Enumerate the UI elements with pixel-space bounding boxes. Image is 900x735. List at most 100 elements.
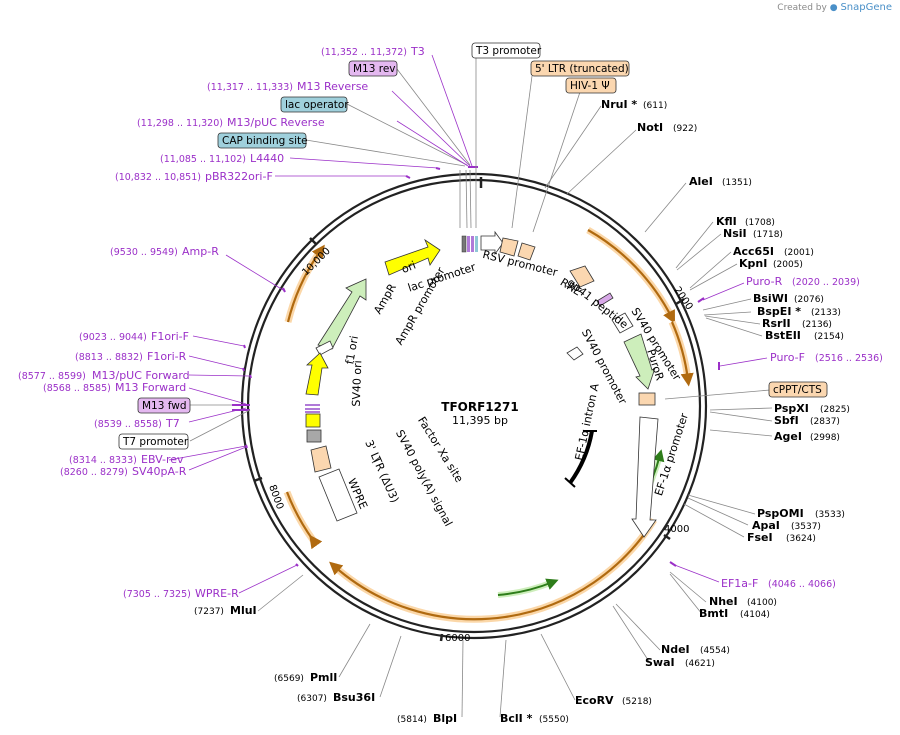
leader-lines-grey [189, 56, 773, 718]
label-sv40-ori: SV40 ori [350, 360, 365, 407]
enzyme-pspxi-pos: (2825) [820, 405, 850, 415]
enzyme-kpni: KpnI [739, 257, 767, 270]
hiv-psi-label: HIV-1 Ψ [570, 80, 610, 92]
tick-8000: 8000 [266, 483, 285, 511]
enzyme-pmli-pos: (6569) [274, 674, 304, 684]
enzyme-noti-pos: (922) [673, 124, 697, 134]
enzyme-blpi-pos: (5814) [397, 715, 427, 725]
m13fwd-box [137, 397, 191, 414]
m13rev-label: M13 rev [353, 63, 396, 75]
pbr-name: pBR322ori-F [205, 170, 273, 183]
ltr5-box [530, 60, 630, 77]
credit-brand: SnapGene [840, 2, 892, 13]
label-ef1a-intron: EF-1α intron A [573, 382, 602, 462]
enzyme-swai: SwaI [645, 656, 675, 669]
m13reverse-name: M13 Reverse [297, 80, 368, 93]
primer-ampr: Amp-R [182, 245, 219, 258]
enzyme-apai-pos: (3537) [791, 522, 821, 532]
primer-f1orir: F1ori-R [147, 350, 187, 363]
enzyme-blpi: BlpI [433, 712, 457, 725]
bottom-enzyme-labels: EcoRV (5218) BclI * (5550) (5814) BlpI (… [194, 604, 652, 725]
ampr-arrow [317, 278, 367, 350]
enzyme-nrui-pos: (611) [643, 101, 667, 111]
enzyme-bmti-pos: (4104) [740, 610, 770, 620]
enzyme-fsei: FseI [747, 531, 773, 544]
t3-range: (11,352 .. 11,372) [321, 47, 407, 58]
left-primer-labels: (9530 .. 9549) Amp-R (9023 .. 9044) F1or… [18, 245, 239, 600]
enzyme-ecorv-pos: (5218) [622, 697, 652, 707]
enzyme-bcli-pos: (5550) [539, 715, 569, 725]
right-enzyme-labels: NruI * (611) NotI (922) AleI (1351) KflI… [601, 98, 883, 669]
primer-m13pucf-range: (8577 .. 8599) [18, 371, 86, 382]
lac-operator-label: lac operator [285, 99, 349, 111]
enzyme-bmti: BmtI [699, 607, 728, 620]
pbr-range: (10,832 .. 10,851) [115, 172, 201, 183]
enzyme-agei: AgeI [774, 430, 802, 443]
credit-prefix: Created by [777, 3, 827, 13]
enzyme-bcli: BclI * [500, 712, 533, 725]
enzyme-bsu36i: Bsu36I [333, 691, 375, 704]
plasmid-size: 11,395 bp [452, 414, 508, 427]
primer-wpre-range: (7305 .. 7325) [123, 589, 191, 600]
enzyme-kpni-pos: (2005) [773, 260, 803, 270]
snapgene-logo-icon: ● [829, 3, 838, 13]
enzyme-apai: ApaI [752, 519, 780, 532]
primer-sv40pa-range: (8260 .. 8279) [60, 467, 128, 478]
primer-f1orir-range: (8813 .. 8832) [75, 352, 143, 363]
enzyme-swai-pos: (4621) [685, 659, 715, 669]
m13puc-range: (11,298 .. 11,320) [137, 118, 223, 129]
label-ori: ori [400, 259, 418, 276]
cppt-box [768, 381, 828, 398]
m13fwd-label: M13 fwd [142, 400, 187, 412]
enzyme-noti: NotI [637, 121, 663, 134]
primer-m13f-range: (8568 .. 8585) [43, 383, 111, 394]
primer-ampr-range: (9530 .. 9549) [110, 247, 178, 258]
t3-promoter-label: T3 promoter [475, 45, 542, 57]
rsv-promoter-arrow [480, 230, 504, 256]
enzyme-fsei-pos: (3624) [786, 534, 816, 544]
primer-puror: Puro-R [746, 275, 783, 288]
puror-arrow [623, 333, 656, 390]
enzyme-ndei-pos: (4554) [700, 646, 730, 656]
enzyme-mlui-pos: (7237) [194, 607, 224, 617]
enzyme-agei-pos: (2998) [810, 433, 840, 443]
label-gp41: gp41 peptide [565, 276, 631, 332]
primer-wpre: WPRE-R [195, 587, 239, 600]
enzyme-nsii: NsiI [723, 227, 747, 240]
primer-ef1af: EF1a-F [721, 577, 758, 590]
m13rev-box [348, 60, 398, 77]
t7-promoter-label: T7 promoter [122, 436, 189, 448]
snapgene-credit: Created by ● SnapGene [777, 2, 892, 13]
ltr5-label: 5' LTR (truncated) [535, 63, 629, 75]
enzyme-bswi: BsiWI [753, 292, 788, 305]
primer-purof: Puro-F [770, 351, 805, 364]
cap-site-box [217, 132, 307, 149]
tick-4000: 4000 [664, 524, 689, 535]
enzyme-rsrii: RsrII [762, 317, 791, 330]
t7-promoter-box [118, 433, 189, 450]
enzyme-kfli-pos: (1708) [745, 218, 775, 228]
t3-promoter-box [471, 42, 541, 59]
primer-m13f: M13 Forward [115, 381, 186, 394]
enzyme-ecorv: EcoRV [575, 694, 614, 707]
primer-m13pucf: M13/pUC Forward [92, 369, 190, 382]
wpre-box [318, 468, 358, 522]
f1-ori-arrow [305, 352, 329, 396]
enzyme-acc65i-pos: (2001) [784, 248, 814, 258]
enzyme-nhei-pos: (4100) [747, 598, 777, 608]
primer-sv40pa: SV40pA-R [132, 465, 187, 478]
label-ampr: AmpR [371, 281, 399, 316]
ef1a-intron-arc [568, 430, 594, 485]
enzyme-mlui: MluI [230, 604, 257, 617]
primer-puror-range: (2020 .. 2039) [792, 277, 860, 288]
enzyme-pmli: PmlI [310, 671, 337, 684]
enzyme-nsii-pos: (1718) [753, 230, 783, 240]
enzyme-kfli: KflI [716, 215, 737, 228]
enzyme-nrui: NruI * [601, 98, 637, 111]
m13reverse-range: (11,317 .. 11,333) [207, 82, 293, 93]
leader-lines-purple [168, 54, 768, 594]
enzyme-bsteii-pos: (2154) [814, 332, 844, 342]
enzyme-pspomi: PspOMI [757, 507, 804, 520]
enzyme-sbfi-pos: (2837) [810, 417, 840, 427]
